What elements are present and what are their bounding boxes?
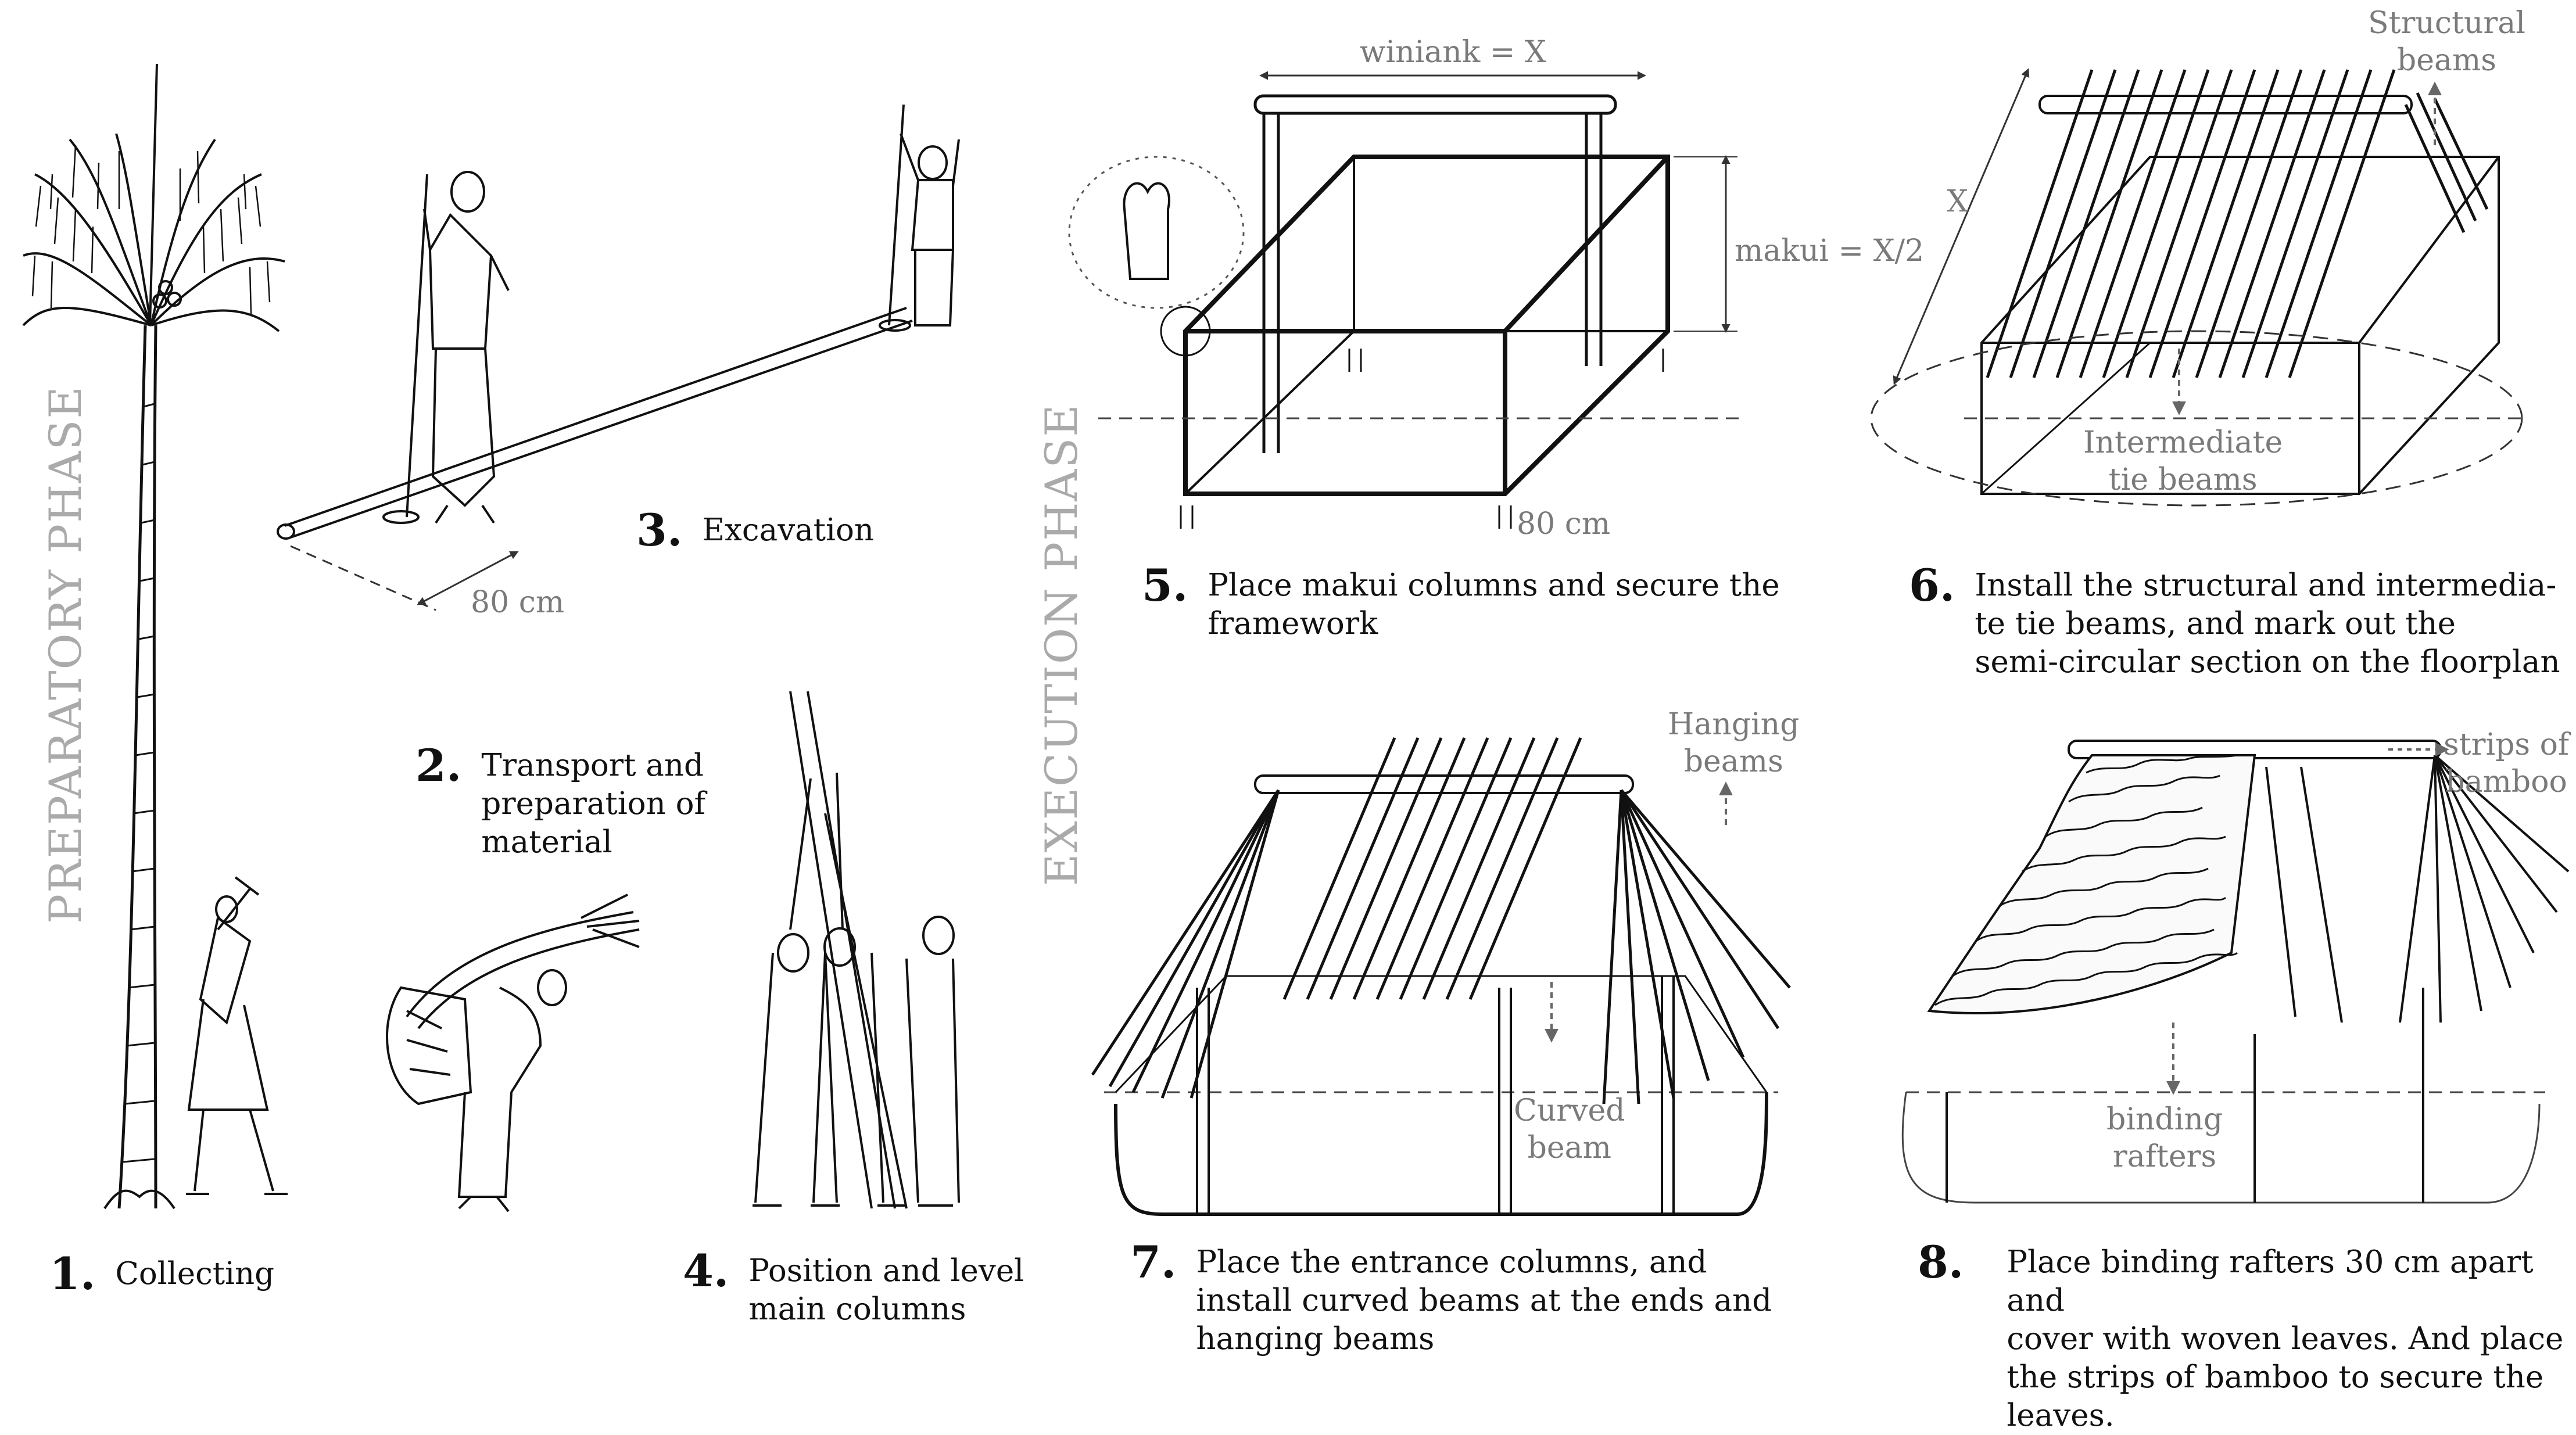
winiank-label: winiank = X: [1360, 35, 1546, 70]
x-dimension-label: X: [1947, 184, 1969, 219]
hanging-beams-label: Hanging beams: [1668, 707, 1800, 779]
instruction-illustrations: [22, 63, 2570, 1216]
execution-phase-label: EXECUTION PHASE: [1036, 403, 1087, 886]
step-1: 1. Collecting: [49, 1248, 275, 1300]
step-description: Transport and preparation of material: [481, 748, 706, 860]
step-8: 8. Place binding rafters 30 cm apart and…: [1918, 1236, 2576, 1435]
step-number: 3.: [636, 504, 683, 556]
step-6: 6. Install the structural and intermedia…: [1909, 559, 2560, 681]
structural-beams-label: Structural beams: [2368, 6, 2525, 78]
step-description: Collecting: [115, 1256, 275, 1292]
strips-of-bamboo-label: strips of bamboo: [2444, 727, 2570, 799]
step-description: Place the entrance columns, and install …: [1196, 1244, 1772, 1357]
step-description: Excavation: [702, 512, 875, 548]
step-number: 4.: [683, 1245, 729, 1297]
person-carrying-material-illustration: [386, 894, 640, 1212]
step-description: Place makui columns and secure the frame…: [1208, 568, 1780, 641]
step-number: 1.: [49, 1248, 96, 1300]
step-7: 7. Place the entrance columns, and insta…: [1130, 1236, 1772, 1358]
dimension-label-80cm-framework: 80 cm: [1517, 507, 1611, 541]
people-positioning-columns-illustration: [753, 691, 960, 1209]
intermediate-tie-beams-label: Intermediate tie beams: [2083, 425, 2283, 497]
step-4: 4. Position and level main columns: [683, 1245, 1024, 1329]
binding-rafters-label: binding rafters: [2106, 1102, 2223, 1174]
step-description: Install the structural and intermedia- t…: [1975, 568, 2560, 680]
step-description: Place binding rafters 30 cm apart and co…: [2007, 1244, 2564, 1433]
framework-diagram: [1068, 71, 1743, 529]
step-5: 5. Place makui columns and secure the fr…: [1142, 559, 1780, 643]
step-2: 2. Transport and preparation of material: [415, 740, 706, 862]
step-number: 5.: [1142, 559, 1188, 611]
excavation-illustration: [277, 104, 960, 540]
thatched-roof-diagram: [1901, 740, 2570, 1204]
step-number: 7.: [1130, 1236, 1177, 1288]
dimension-label-80cm: 80 cm: [471, 585, 565, 620]
palm-tree-illustration: [22, 63, 285, 1210]
step-description: Position and level main columns: [748, 1253, 1024, 1327]
step-number: 8.: [1918, 1236, 1964, 1288]
step-number: 6.: [1909, 559, 1955, 611]
dimension-80cm-excavation: [290, 545, 519, 611]
person-collecting-illustration: [186, 876, 288, 1195]
preparatory-phase-label: PREPARATORY PHASE: [40, 385, 91, 924]
makui-label: makui = X/2: [1735, 234, 1925, 268]
step-number: 2.: [415, 740, 462, 791]
step-3: 3. Excavation: [636, 504, 875, 556]
hanging-beams-diagram: [1091, 737, 1791, 1216]
curved-beam-label: Curved beam: [1514, 1093, 1625, 1165]
structural-beams-diagram: [1870, 68, 2523, 507]
